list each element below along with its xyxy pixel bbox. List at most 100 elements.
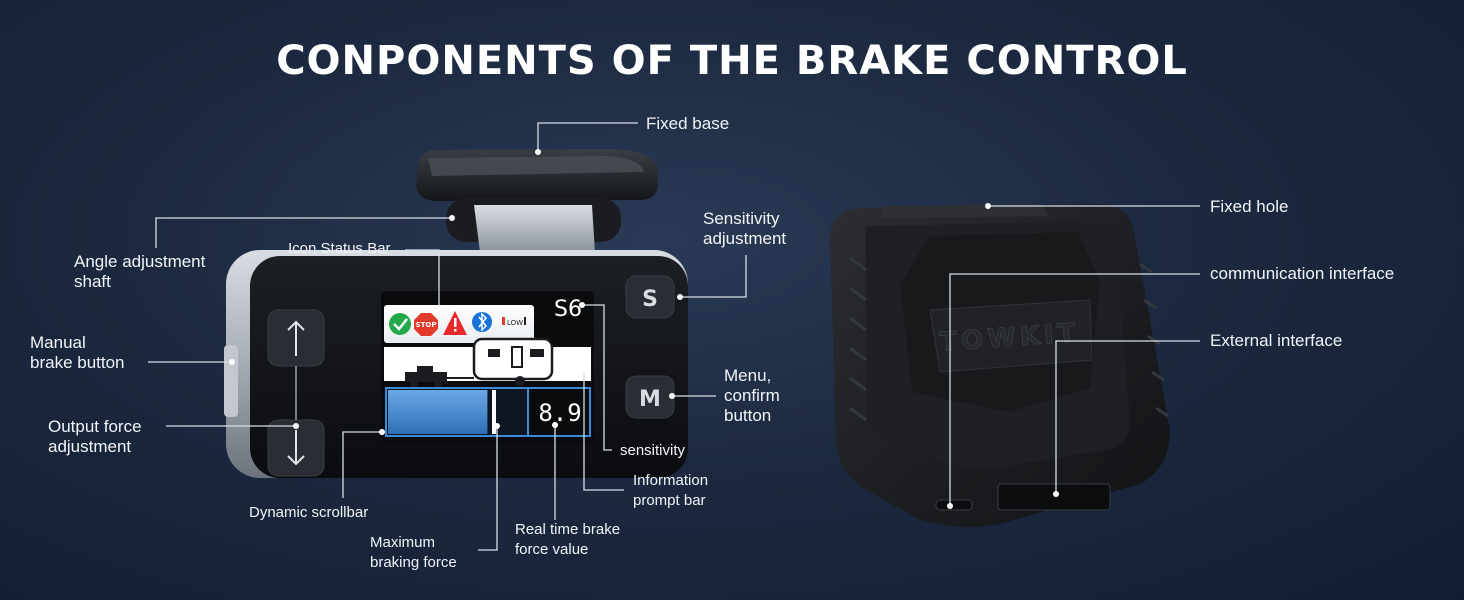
label-sensitivity-adjustment: Sensitivity adjustment [703, 209, 786, 249]
line-external [1055, 340, 1200, 494]
line-info-prompt [583, 370, 624, 491]
trailer-wheel [515, 376, 525, 386]
trailer-window-2 [530, 349, 544, 357]
label-output-force-line2: adjustment [48, 437, 132, 456]
dot-realtime-force [552, 422, 558, 428]
dot-dynamic-scrollbar [379, 429, 385, 435]
dot-info-prompt [581, 367, 587, 373]
truck-wheel-1 [410, 380, 418, 388]
battery-tick [524, 317, 526, 325]
dot-icon-status [436, 305, 442, 311]
vent-r1 [1139, 262, 1153, 274]
manual-brake-button[interactable] [224, 345, 238, 417]
arrow-up-icon [287, 320, 305, 356]
brake-controller-unit: S M STOP LOW S6 [224, 149, 688, 478]
line-sensitivity [582, 304, 612, 451]
vent-r4 [1151, 370, 1165, 382]
dot-output-force [293, 423, 299, 429]
line-dynamic-scrollbar [342, 431, 382, 498]
trailer-door [511, 346, 523, 368]
stop-icon-text: STOP [416, 321, 437, 329]
vent-r3 [1147, 334, 1161, 346]
arrow-down-icon [287, 430, 305, 466]
label-output-force: Output force adjustment [48, 417, 142, 457]
label-info-prompt: Information prompt bar [633, 471, 708, 511]
page-title: CONPONENTS OF THE BRAKE CONTROL [276, 38, 1188, 84]
vent-l4 [849, 346, 867, 362]
truck-cab [417, 366, 433, 374]
vent-l6 [849, 406, 867, 422]
label-output-force-line1: Output force [48, 417, 142, 436]
battery-low-icon [502, 317, 505, 325]
label-angle-shaft: Angle adjustment shaft [74, 252, 205, 292]
label-menu-confirm: Menu, confirm button [724, 366, 780, 426]
side-vents [849, 256, 1169, 422]
check-mark [393, 318, 408, 331]
dot-fixed-base [535, 149, 541, 155]
vent-l1 [849, 256, 867, 272]
fixed-base-top [428, 156, 644, 176]
dot-external [1053, 491, 1059, 497]
dynamic-scrollbar-fill [388, 390, 488, 434]
dot-fixed-hole [985, 203, 991, 209]
dot-angle-shaft [449, 215, 455, 221]
trailer-icon [447, 337, 554, 386]
truck-wheel-2 [434, 380, 442, 388]
label-fixed-hole: Fixed hole [1210, 197, 1289, 216]
label-menu-confirm-line1: Menu, [724, 366, 772, 385]
max-force-marker [492, 390, 496, 434]
callout-dots [229, 149, 1059, 509]
label-manual-brake: Manual brake button [30, 333, 125, 373]
truck-icon [405, 366, 447, 388]
sensitivity-button[interactable] [625, 275, 675, 319]
label-max-force: Maximum braking force [370, 533, 457, 573]
module-logo-plate [929, 299, 1093, 373]
line-max-force [478, 426, 498, 551]
vent-r5 [1155, 406, 1169, 418]
trailer-window-1 [488, 349, 500, 357]
communication-port [935, 499, 973, 511]
vent-l2 [849, 286, 867, 302]
label-sensitivity-adjustment-line2: adjustment [703, 229, 787, 248]
label-fixed-base: Fixed base [646, 114, 730, 133]
dot-manual-brake [229, 359, 235, 365]
label-realtime-force: Real time brake force value [515, 520, 620, 560]
label-info-prompt-line2: prompt bar [633, 492, 706, 509]
label-realtime-force-line2: force value [515, 541, 589, 558]
vent-l5 [849, 376, 867, 392]
label-dynamic-scrollbar: Dynamic scrollbar [249, 504, 369, 521]
warning-mark [454, 318, 457, 327]
label-menu-confirm-line3: button [724, 406, 772, 425]
control-module-box: TOWKIT [830, 204, 1170, 528]
label-max-force-line2: braking force [370, 554, 457, 571]
line-icon-status [405, 249, 440, 308]
label-angle-shaft-line1: Angle adjustment [74, 252, 206, 271]
external-port [997, 483, 1111, 511]
label-sensitivity: sensitivity [620, 442, 686, 459]
fixed-hole-rim [880, 204, 1050, 218]
force-value-box [527, 387, 591, 437]
dot-max-force [494, 423, 500, 429]
realtime-force-value: 8.9 [538, 399, 581, 427]
line-sensitivity-adj [680, 255, 747, 298]
battery-low-text: LOW [507, 319, 523, 327]
label-manual-brake-line2: brake button [30, 353, 125, 372]
label-manual-brake-line1: Manual [30, 333, 86, 352]
label-realtime-force-line1: Real time brake [515, 521, 621, 538]
dot-menu-confirm [669, 393, 675, 399]
label-info-prompt-line1: Information [633, 472, 709, 489]
line-fixed-base [537, 122, 638, 152]
vent-r2 [1143, 298, 1157, 310]
label-icon-status-bar: Icon Status Bar [288, 240, 391, 257]
dot-sensitivity [579, 302, 585, 308]
menu-button-label: M [639, 387, 661, 412]
sensitivity-button-label: S [642, 287, 658, 312]
warning-dot [454, 329, 457, 332]
label-menu-confirm-line2: confirm [724, 386, 780, 405]
line-communication [949, 273, 1200, 506]
bluetooth-rune [478, 312, 487, 332]
dot-sensitivity-adj [677, 294, 683, 300]
line-angle-shaft [155, 217, 452, 248]
truck-body [405, 372, 447, 382]
